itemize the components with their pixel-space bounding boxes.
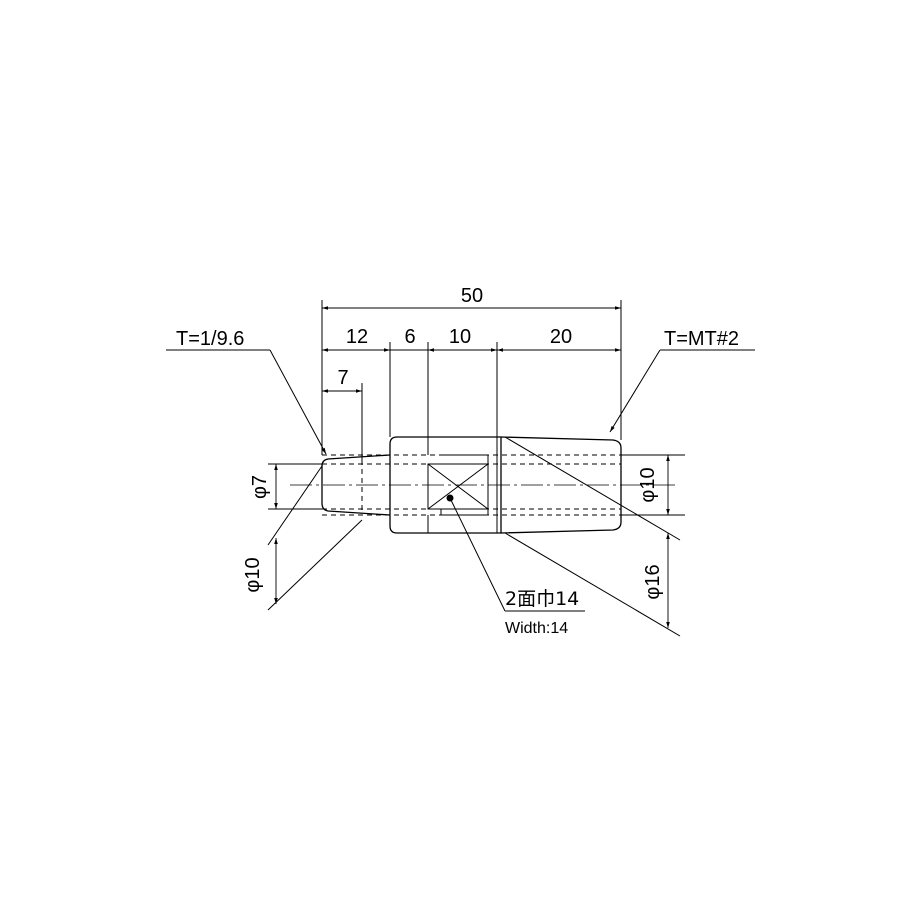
dim-seg-2: 6 (404, 326, 415, 348)
horizontal-dimensions: 50 12 6 10 20 7 (321, 285, 622, 460)
leader-taper-right (609, 349, 661, 433)
part-outline (290, 436, 675, 534)
dim-dia-small-inner: φ7 (249, 475, 271, 499)
leader-taper-left (269, 349, 327, 455)
note-taper-right: T=MT#2 (664, 328, 739, 350)
note-flats-en: Width:14 (505, 620, 568, 637)
left-taper-shank (321, 454, 391, 516)
dim-dia-small-outer: φ10 (242, 557, 264, 592)
annotations: T=1/9.6 T=MT#2 2面巾14 Width:14 (166, 328, 755, 637)
ext-phi16-b (504, 532, 681, 637)
dim-seg-1: 12 (346, 326, 368, 348)
dim-dia-right-inner: φ10 (637, 467, 659, 502)
dim-dia-right-outer: φ16 (642, 564, 664, 599)
dim-seg-4: 20 (550, 326, 572, 348)
wrench-flat-diag-2 (427, 463, 489, 510)
note-taper-left: T=1/9.6 (176, 328, 244, 350)
leader-flats (449, 497, 506, 612)
dim-overall-length: 50 (461, 285, 483, 307)
ext-phi10-left-a (267, 465, 323, 546)
dim-seg-3: 10 (449, 326, 471, 348)
diameter-dimensions: φ7 φ10 φ10 φ16 (242, 436, 685, 637)
ext-phi10-left-b (267, 519, 363, 611)
ext-phi16-a (504, 436, 681, 541)
note-flats-jp: 2面巾14 (505, 588, 579, 610)
dim-taper-len: 7 (337, 367, 348, 389)
